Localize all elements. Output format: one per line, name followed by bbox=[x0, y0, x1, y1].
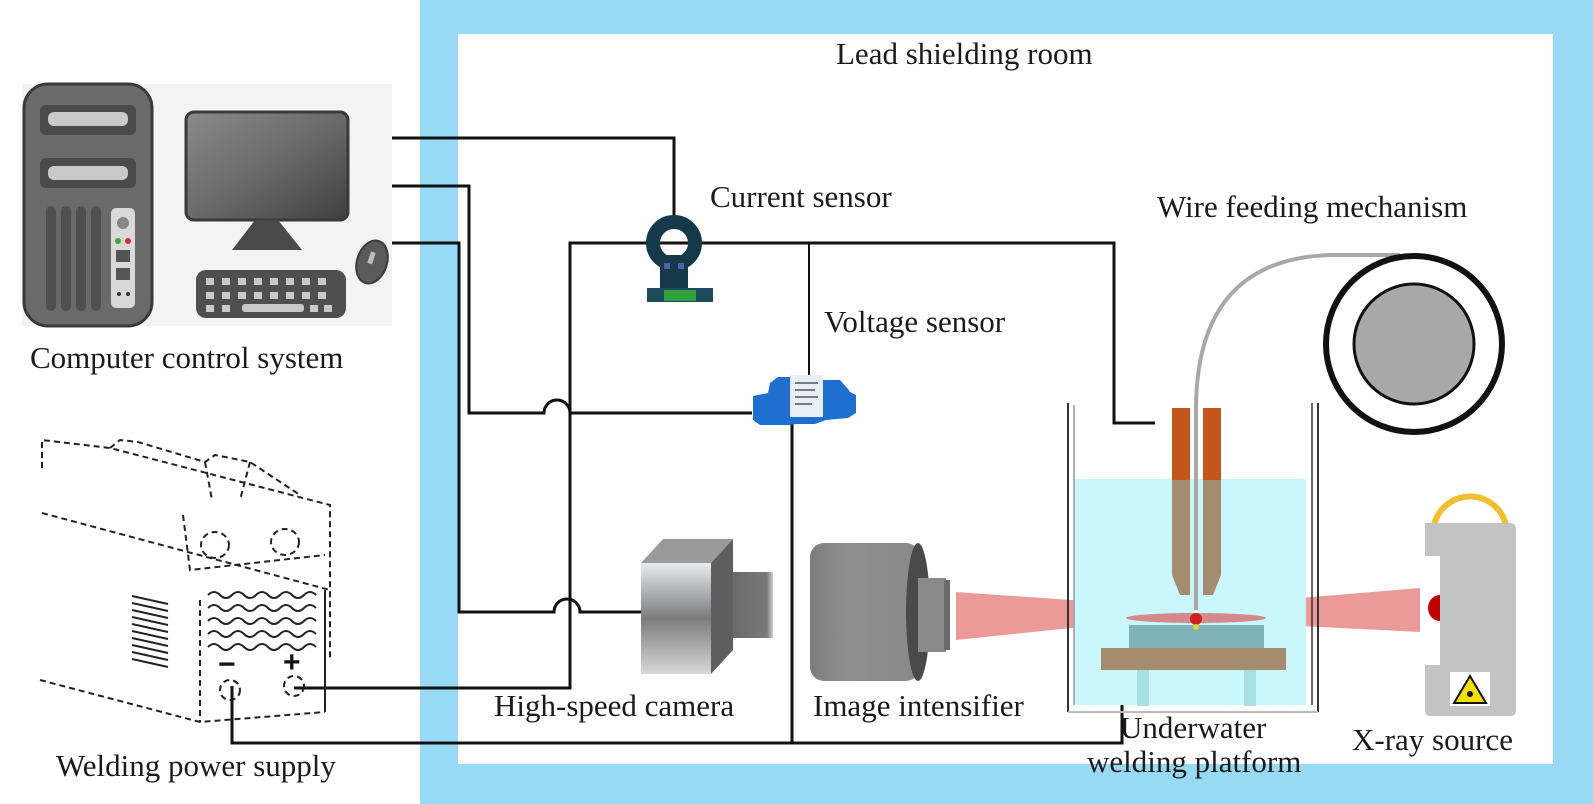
intensifier-body bbox=[810, 543, 920, 681]
voltage-sensor-label: Voltage sensor bbox=[824, 304, 1006, 339]
intensifier-nozzle bbox=[918, 578, 946, 652]
xray-emitter bbox=[1428, 595, 1440, 621]
image-intensifier[interactable] bbox=[810, 543, 950, 681]
wire-main-current-loop bbox=[294, 241, 1155, 690]
pc-tower-icon bbox=[22, 82, 154, 328]
wire-computer-current-sensor bbox=[387, 136, 676, 222]
wire-ground-return bbox=[230, 670, 1124, 745]
high-speed-camera[interactable] bbox=[641, 539, 773, 674]
camera-label: High-speed camera bbox=[494, 688, 735, 723]
wire-computer-camera bbox=[387, 241, 641, 614]
platform-base bbox=[1101, 648, 1286, 670]
camera-lens bbox=[733, 572, 773, 638]
current-sensor[interactable] bbox=[646, 215, 713, 302]
current-sensor-label: Current sensor bbox=[710, 179, 892, 214]
welding-torch-icon bbox=[1172, 408, 1221, 595]
filler-wire bbox=[1194, 253, 1400, 610]
spool-inner bbox=[1352, 282, 1476, 406]
positive-terminal-label: + bbox=[283, 646, 301, 679]
platform-leg-right bbox=[1244, 670, 1256, 706]
wire-feeder-label: Wire feeding mechanism bbox=[1157, 189, 1468, 224]
current-sensor-ring bbox=[646, 215, 702, 271]
weld-pool bbox=[1190, 613, 1202, 625]
platform-label-line1: Underwater bbox=[1120, 710, 1267, 745]
xray-body bbox=[1425, 523, 1516, 716]
vent-grille-icon bbox=[131, 595, 169, 668]
mouse-icon bbox=[355, 239, 389, 285]
control-panel-pattern bbox=[207, 591, 317, 651]
xray-label: X-ray source bbox=[1352, 722, 1513, 757]
xray-beam-right bbox=[1195, 588, 1420, 632]
keyboard-icon bbox=[196, 270, 346, 318]
room-title: Lead shielding room bbox=[836, 36, 1093, 71]
negative-terminal-label: − bbox=[218, 648, 236, 681]
power-supply-label: Welding power supply bbox=[56, 748, 336, 783]
voltage-sensor[interactable] bbox=[753, 375, 856, 425]
underwater-welding-platform[interactable] bbox=[1067, 253, 1400, 713]
radiation-hazard-icon bbox=[1452, 674, 1488, 704]
computer-control-system[interactable] bbox=[22, 82, 393, 328]
camera-side bbox=[711, 539, 733, 674]
welding-power-supply[interactable] bbox=[39, 438, 331, 724]
wiring bbox=[230, 136, 1155, 745]
power-supply-details: − + bbox=[131, 591, 317, 681]
monitor-icon bbox=[184, 110, 350, 250]
xray-handle bbox=[1431, 493, 1509, 526]
wire-feeding-mechanism[interactable] bbox=[1323, 253, 1505, 435]
camera-front bbox=[641, 563, 711, 674]
platform-leg-left bbox=[1137, 670, 1149, 706]
camera-top bbox=[641, 539, 733, 563]
xray-source[interactable] bbox=[1425, 493, 1516, 716]
intensifier-label: Image intensifier bbox=[813, 688, 1024, 723]
computer-label: Computer control system bbox=[30, 340, 344, 375]
platform-label-line2: welding platform bbox=[1087, 744, 1302, 779]
